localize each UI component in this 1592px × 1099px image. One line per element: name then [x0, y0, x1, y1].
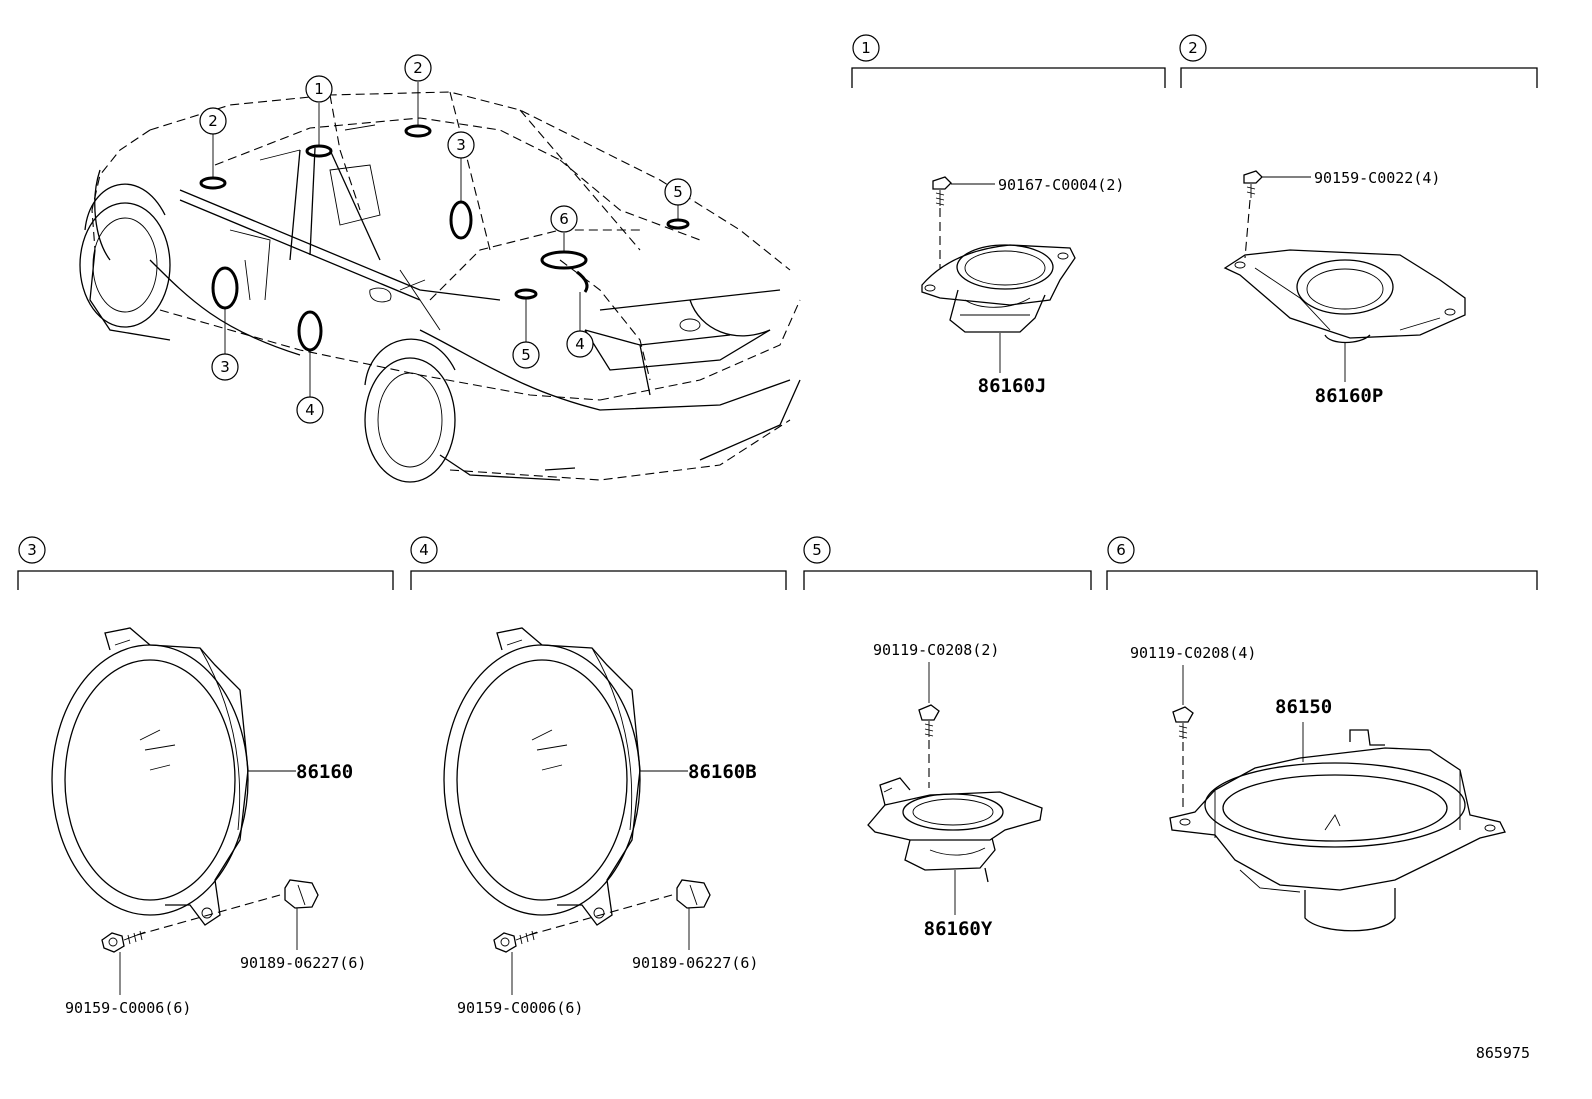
screw-icon	[932, 176, 952, 206]
part-90119-C0208-s5: 90119-C0208(2)	[873, 641, 999, 659]
tweeter-86160Y	[867, 777, 1043, 883]
part-86150: 86150	[1275, 696, 1332, 718]
callout-3-car-rear: 3	[456, 136, 466, 154]
section-4-number: 4	[419, 541, 429, 559]
screw-icon	[918, 704, 940, 737]
section-6: 6 90119-C0208(4) 86150	[1106, 536, 1538, 932]
car-overview: 1 2 2 3 3 4 6 4 5 5	[79, 54, 801, 483]
section-5-number: 5	[812, 541, 822, 559]
section-1: 1 90167-C0004(2) 86160J	[851, 34, 1166, 397]
reference-number: 865975	[1476, 1044, 1530, 1062]
section-4: 4 86160B 90189-06227(6) 90159-C0006(6)	[410, 536, 787, 1017]
section-5: 5 90119-C0208(2) 86160Y	[803, 536, 1092, 940]
clip-icon	[676, 879, 711, 909]
part-90159-C0006-s3: 90159-C0006(6)	[65, 999, 191, 1017]
callout-3-car-front: 3	[220, 358, 230, 376]
part-90119-C0208-s6: 90119-C0208(4)	[1130, 644, 1256, 662]
callout-5-car-right: 5	[673, 183, 683, 201]
screw-icon	[1243, 170, 1263, 198]
section-1-number: 1	[861, 39, 871, 57]
part-90167-C0004: 90167-C0004(2)	[998, 176, 1124, 194]
part-86160Y: 86160Y	[924, 918, 993, 940]
section-2-number: 2	[1188, 39, 1198, 57]
callout-2-car-front: 2	[208, 112, 218, 130]
clip-icon	[284, 879, 319, 909]
part-86160P: 86160P	[1315, 385, 1384, 407]
callout-6-car: 6	[559, 210, 569, 228]
section-3: 3 86160 90189-06227(6) 90159-C0006	[17, 536, 394, 1017]
part-86160B: 86160B	[688, 761, 757, 783]
bolt-icon	[493, 930, 538, 953]
section-2: 2 90159-C0022(4) 86160P	[1179, 34, 1538, 407]
tweeter-86160P	[1223, 249, 1466, 344]
part-90189-06227-s3: 90189-06227(6)	[240, 954, 366, 972]
callout-4-car-door: 4	[305, 401, 315, 419]
bolt-icon	[101, 930, 146, 953]
part-90159-C0022: 90159-C0022(4)	[1314, 169, 1440, 187]
part-90189-06227-s4: 90189-06227(6)	[632, 954, 758, 972]
callout-5-car-left: 5	[521, 346, 531, 364]
tweeter-86160J	[921, 244, 1076, 333]
part-90159-C0006-s4: 90159-C0006(6)	[457, 999, 583, 1017]
section-3-number: 3	[27, 541, 37, 559]
speaker-86160	[51, 627, 249, 926]
speaker-86150	[1169, 729, 1506, 932]
screw-icon	[1172, 706, 1194, 739]
speaker-86160B	[443, 627, 641, 926]
part-86160: 86160	[296, 761, 353, 783]
callout-2-car-rear: 2	[413, 59, 423, 77]
callout-1-car: 1	[314, 80, 324, 98]
part-86160J: 86160J	[978, 375, 1047, 397]
callout-4-car-rear: 4	[575, 335, 585, 353]
section-6-number: 6	[1116, 541, 1126, 559]
